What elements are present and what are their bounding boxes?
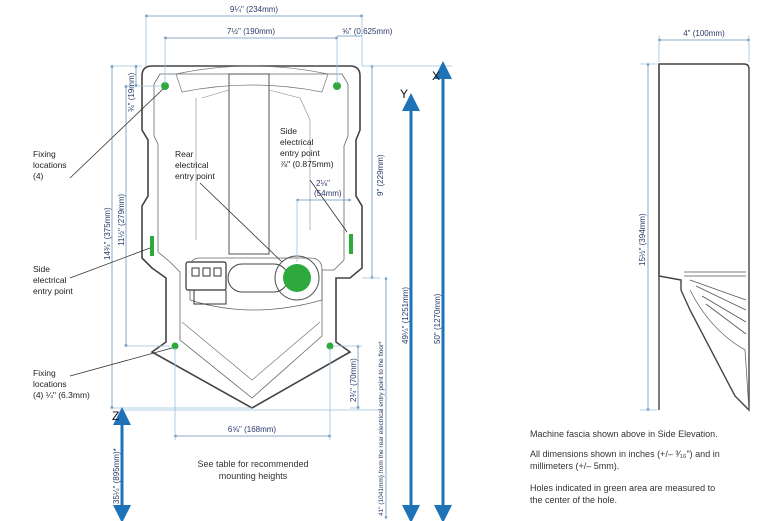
fixing-hole-bottom-right [326, 342, 334, 350]
label-fixing-locations-top: Fixing locations (4) [33, 149, 69, 181]
inner-shell [195, 89, 311, 240]
dim-z-height: 35¼" (895mm)* [112, 448, 121, 504]
dim-side-entry-height: 9" (229mm) [376, 154, 385, 196]
cable-slot [227, 263, 289, 293]
label-rear-entry: Rear electrical entry point [175, 149, 215, 181]
note-fascia: Machine fascia shown above in Side Eleva… [530, 429, 718, 439]
dim-side-entry-offset-mm: (54mm) [314, 189, 342, 198]
fixing-hole-top-left [161, 82, 169, 90]
label-side-entry-left: Side electrical entry point [33, 264, 73, 296]
fixing-hole-bottom-left [171, 342, 179, 350]
dim-side-depth: 4" (100mm) [683, 29, 725, 38]
side-entry-hole-right [349, 234, 353, 254]
note-tolerance: All dimensions shown in inches (+/– ³⁄₁₆… [530, 449, 720, 471]
dryer-body-outline [141, 65, 363, 409]
dim-top-inner-width: 7½" (190mm) [227, 27, 276, 36]
top-recess [175, 65, 329, 93]
side-fascia-curve [689, 289, 750, 411]
label-fixing-locations-bottom: Fixing locations (4) ¼" (6.3mm) [33, 368, 90, 400]
dim-left-height-inner: 11½" (279mm) [117, 194, 126, 246]
terminal-screw-1 [191, 267, 200, 277]
fixing-hole-top-right [333, 82, 341, 90]
front-elevation [141, 65, 363, 409]
side-outlet-grille [684, 271, 747, 335]
terminal-screw-2 [202, 267, 211, 277]
dim-side-height: 15½" (394mm) [638, 213, 647, 266]
rear-channel [228, 73, 270, 255]
dim-side-entry-offset-num: 2⅛" [316, 179, 330, 188]
terminal-screw-3 [213, 267, 222, 277]
axis-label-z: Z [112, 409, 119, 423]
note-holes: Holes indicated in green area are measur… [530, 483, 716, 505]
dim-floor-height: 41" (1041mm) from the rear electrical en… [378, 341, 385, 516]
dim-bottom-fix-height: 2¾" (70mm) [349, 358, 358, 402]
rear-entry-hole [283, 264, 311, 292]
axis-label-x: X [432, 69, 440, 83]
dim-y-height: 49¼" (1251mm) [401, 287, 410, 344]
side-body-outline [658, 63, 750, 412]
bottom-chevron-inner [181, 321, 321, 381]
dim-top-offset: ⅝" (0.625mm) [342, 27, 393, 36]
axis-label-y: Y [400, 87, 408, 101]
side-elevation [658, 63, 750, 412]
cable-clamp [193, 290, 227, 305]
label-side-entry-right: Side electrical entry point ⅞" (0.875mm) [280, 126, 334, 169]
dryer-inner-outline [153, 73, 349, 399]
dim-top-width: 9¼" (234mm) [230, 5, 279, 14]
mounting-axis-arrows [113, 61, 452, 521]
dim-bottom-width: 6⅝" (168mm) [228, 425, 277, 434]
dim-left-fix-depth: ¾" (19mm) [127, 72, 136, 112]
side-entry-hole-left [150, 236, 154, 256]
note-see-table: See table for recommended mounting heigh… [197, 459, 309, 481]
dim-x-height: 50" (1270mm) [433, 293, 442, 344]
side-dimension-lines [640, 36, 751, 412]
dim-left-height-total: 14¾" (375mm) [103, 207, 112, 260]
leader-lines [69, 88, 348, 377]
